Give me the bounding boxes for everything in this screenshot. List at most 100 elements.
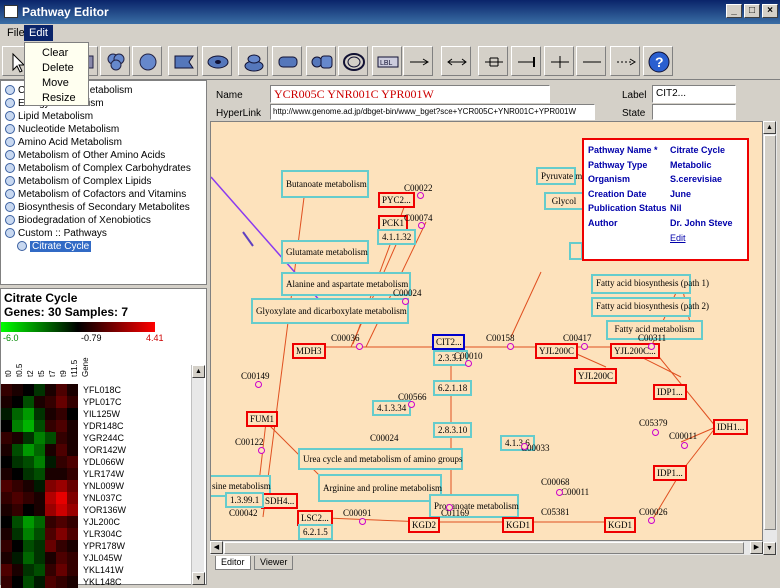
- gene-box[interactable]: KGD1: [502, 517, 534, 533]
- menu-edit[interactable]: Edit: [24, 25, 53, 41]
- compound-node[interactable]: [465, 360, 472, 367]
- gene-box[interactable]: YJL200C...: [610, 343, 660, 359]
- compound-node[interactable]: [648, 517, 655, 524]
- menu-item-delete[interactable]: Delete: [42, 62, 74, 74]
- pathway-box[interactable]: Fatty acid metabolism: [606, 320, 703, 340]
- compound-node[interactable]: [556, 489, 563, 496]
- compound-node[interactable]: [648, 343, 655, 350]
- inhibition-tool-button[interactable]: [511, 46, 541, 76]
- ec-box[interactable]: 6.2.1.5: [298, 524, 333, 540]
- menu-item-clear[interactable]: Clear: [42, 47, 69, 59]
- compound-node[interactable]: [418, 222, 425, 229]
- minimize-button[interactable]: _: [726, 4, 742, 18]
- gene-box[interactable]: IDH1...: [713, 419, 749, 435]
- tree-item[interactable]: Nucleotide Metabolism: [5, 123, 119, 136]
- gene-box[interactable]: IDP1...: [653, 465, 687, 481]
- gene-box[interactable]: MDH3: [292, 343, 326, 359]
- ec-box[interactable]: 6.2.1.18: [433, 380, 473, 396]
- compound-node[interactable]: [402, 298, 409, 305]
- ec-box[interactable]: 4.1.1.32: [377, 229, 417, 245]
- pathway-box[interactable]: Propanoate metabolism: [429, 494, 519, 518]
- gene-box[interactable]: FUM1: [246, 411, 279, 427]
- compound-node[interactable]: [652, 429, 659, 436]
- dashed-arrow-tool-button[interactable]: [610, 46, 640, 76]
- menu-item-resize[interactable]: Resize: [42, 92, 76, 104]
- gene-box-selected[interactable]: CIT2...: [432, 334, 465, 350]
- pathway-box[interactable]: Pyruvate m: [536, 167, 582, 185]
- heatmap-scrollbar[interactable]: ▲ ▼: [191, 365, 205, 585]
- scroll-down-arrow[interactable]: ▼: [192, 572, 205, 585]
- scroll-right-arrow[interactable]: ▶: [750, 541, 763, 554]
- tree-item-citrate-cycle[interactable]: Citrate Cycle: [17, 240, 92, 253]
- label-field[interactable]: CIT2...: [652, 85, 736, 103]
- ring-tool-button[interactable]: [338, 46, 368, 76]
- pathway-box[interactable]: Glyoxylate and dicarboxylate metabolism: [251, 298, 409, 324]
- pathway-box[interactable]: Fatty acid biosynthesis (path 1): [591, 274, 709, 294]
- state-field[interactable]: [652, 104, 736, 120]
- tree-item[interactable]: Biosynthesis of Secondary Metabolites: [5, 201, 190, 214]
- pathway-box[interactable]: Alanine and aspartate metabolism: [281, 272, 411, 296]
- tree-item[interactable]: Amino Acid Metabolism: [5, 136, 122, 149]
- tree-item[interactable]: Custom :: Pathways: [5, 227, 107, 240]
- pathway-box[interactable]: Fatty acid biosynthesis (path 2): [591, 297, 709, 317]
- compound-node[interactable]: [359, 518, 366, 525]
- tree-item[interactable]: Metabolism of Complex Lipids: [5, 175, 151, 188]
- ec-box[interactable]: 1.3.99.1: [225, 492, 265, 508]
- pathway-box[interactable]: Arginine and proline metabolism: [318, 474, 442, 502]
- gene-box[interactable]: KGD2: [408, 517, 440, 533]
- tree-item[interactable]: Biodegradation of Xenobiotics: [5, 214, 151, 227]
- pathway-box[interactable]: Urea cycle and metabolism of amino group…: [298, 448, 463, 470]
- name-field[interactable]: YCR005C YNR001C YPR001W: [270, 85, 550, 103]
- scroll-up-arrow[interactable]: ▲: [763, 121, 776, 134]
- canvas-horizontal-scrollbar[interactable]: ◀ ▶: [210, 541, 763, 555]
- scroll-left-arrow[interactable]: ◀: [210, 541, 223, 554]
- gene-box[interactable]: YJL200C: [574, 368, 618, 384]
- ec-box[interactable]: 2.8.3.10: [433, 422, 473, 438]
- rounded-rect-tool-button[interactable]: [272, 46, 302, 76]
- compound-node[interactable]: [417, 192, 424, 199]
- help-tool-button[interactable]: ?: [643, 46, 673, 76]
- tab-viewer[interactable]: Viewer: [254, 556, 294, 570]
- scroll-up-arrow[interactable]: ▲: [192, 365, 205, 378]
- group-tool-button[interactable]: [306, 46, 336, 76]
- pathway-box[interactable]: Glycol: [544, 192, 584, 210]
- inhibition-bracket-tool-button[interactable]: [478, 46, 508, 76]
- hyperlink-field[interactable]: http://www.genome.ad.jp/dbget-bin/www_bg…: [270, 104, 595, 120]
- gene-box[interactable]: SDH4...: [261, 493, 299, 509]
- pathway-box[interactable]: Butanoate metabolism: [281, 170, 369, 198]
- label-tool-button[interactable]: LBL: [372, 46, 402, 76]
- tree-item[interactable]: Lipid Metabolism: [5, 110, 93, 123]
- tag-tool-button[interactable]: [168, 46, 198, 76]
- compound-node[interactable]: [446, 504, 453, 511]
- ec-box[interactable]: 2.3.3.1: [433, 350, 468, 366]
- gene-box[interactable]: KGD1: [604, 517, 636, 533]
- scroll-thumb[interactable]: [764, 135, 776, 530]
- compound-node[interactable]: [521, 443, 528, 450]
- compound-node[interactable]: [507, 343, 514, 350]
- menu-file[interactable]: File: [7, 27, 25, 39]
- pathway-box[interactable]: Glutamate metabolism: [281, 240, 369, 264]
- line-tool-button[interactable]: [576, 46, 606, 76]
- gene-box[interactable]: IDP1...: [653, 384, 687, 400]
- gene-box[interactable]: PYC2...: [378, 192, 415, 208]
- stack-tool-button[interactable]: [238, 46, 268, 76]
- compound-node[interactable]: [581, 343, 588, 350]
- arrow-tool-button[interactable]: [403, 46, 433, 76]
- bidirectional-arrow-tool-button[interactable]: [441, 46, 471, 76]
- complex-tool-button[interactable]: [132, 46, 162, 76]
- compound-node[interactable]: [258, 447, 265, 454]
- tree-item[interactable]: Metabolism of Cofactors and Vitamins: [5, 188, 186, 201]
- close-button[interactable]: ×: [762, 4, 778, 18]
- compound-node[interactable]: [356, 343, 363, 350]
- compound-node[interactable]: [255, 381, 262, 388]
- tree-item[interactable]: Metabolism of Other Amino Acids: [5, 149, 165, 162]
- ellipse-tool-button[interactable]: [202, 46, 232, 76]
- scroll-thumb[interactable]: [224, 542, 744, 554]
- gene-tool-button[interactable]: [100, 46, 130, 76]
- gene-box[interactable]: YJL200C: [535, 343, 579, 359]
- diagram-canvas[interactable]: Butanoate metabolism Pyruvate m Glycol G…: [210, 121, 763, 541]
- tab-editor[interactable]: Editor: [215, 556, 251, 570]
- info-edit-link[interactable]: Edit: [670, 233, 686, 243]
- cross-tool-button[interactable]: [544, 46, 574, 76]
- tree-item[interactable]: Metabolism of Complex Carbohydrates: [5, 162, 191, 175]
